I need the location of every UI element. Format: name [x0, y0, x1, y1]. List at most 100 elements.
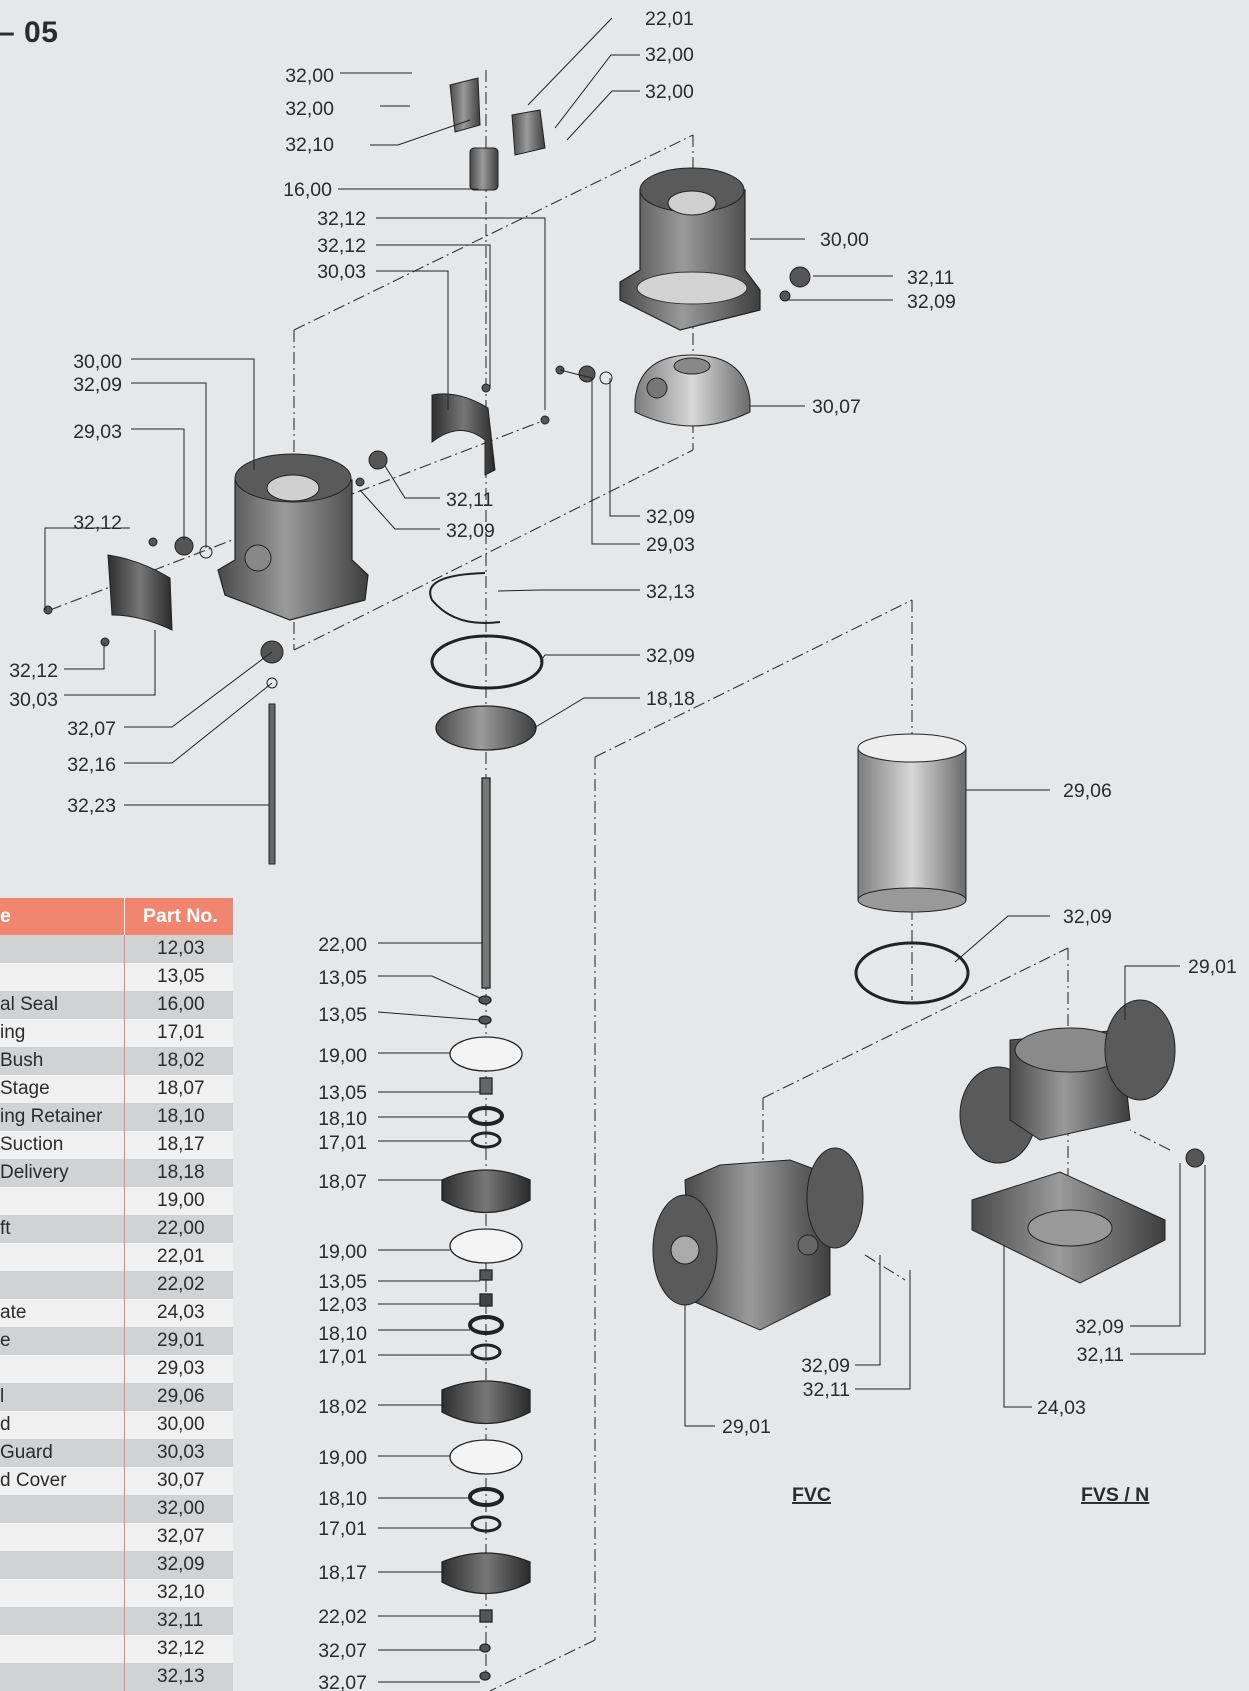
part-name-cell [0, 1607, 125, 1635]
part-name-cell: ing Retainer [0, 1103, 125, 1131]
table-row: 12,03 [0, 935, 233, 963]
callout-32-00: 32,00 [645, 44, 694, 66]
callout-18-10: 18,10 [318, 1488, 367, 1510]
callout-32-11: 32,11 [446, 489, 493, 511]
callout-32-11: 32,11 [1077, 1344, 1124, 1366]
callout-29-01: 29,01 [722, 1416, 771, 1438]
callout-19-00: 19,00 [318, 1045, 367, 1067]
part-name-cell: l [0, 1383, 125, 1411]
part-number-cell: 12,03 [124, 935, 233, 963]
stage-stack [429, 572, 544, 1681]
callout-17-01: 17,01 [318, 1346, 367, 1368]
callout-32-23: 32,23 [67, 795, 116, 817]
part-number-cell: 13,05 [124, 963, 233, 991]
callout-30-03: 30,03 [317, 261, 366, 283]
part-number-cell: 29,01 [124, 1327, 233, 1355]
callout-32-09: 32,09 [73, 374, 122, 396]
page-title: – 05 [0, 16, 59, 49]
part-name-cell [0, 1579, 125, 1607]
callout-32-12: 32,12 [317, 235, 366, 257]
part-name-cell: d [0, 1411, 125, 1439]
callout-32-07: 32,07 [318, 1640, 367, 1662]
part-name-cell: d Cover [0, 1467, 125, 1495]
callout-22-02: 22,02 [318, 1606, 367, 1628]
callout-32-09: 32,09 [446, 520, 495, 542]
part-number-cell: 17,01 [124, 1019, 233, 1047]
callout-24-03: 24,03 [1037, 1397, 1086, 1419]
part-callouts: 22,01 32,00 32,00 32,00 32,00 32,10 16,0… [9, 8, 1237, 1691]
callout-32-00: 32,00 [285, 65, 334, 87]
part-number-cell: 16,00 [124, 991, 233, 1019]
callout-32-11: 32,11 [803, 1379, 850, 1401]
fvsn-subtitle: FVS / N [1081, 1484, 1149, 1506]
callout-13-05: 13,05 [318, 1082, 367, 1104]
part-number-cell: 18,17 [124, 1131, 233, 1159]
part-number-cell: 32,12 [124, 1635, 233, 1663]
callout-29-03: 29,03 [646, 534, 695, 556]
table-row: 13,05 [0, 963, 233, 991]
callout-32-12: 32,12 [73, 512, 122, 534]
callout-17-01: 17,01 [318, 1518, 367, 1540]
callout-18-07: 18,07 [318, 1171, 367, 1193]
part-number-cell: 29,03 [124, 1355, 233, 1383]
part-name-cell [0, 1187, 125, 1215]
part-name-cell: al Seal [0, 991, 125, 1019]
part-number-cell: 30,03 [124, 1439, 233, 1467]
part-name-cell [0, 1271, 125, 1299]
part-name-cell [0, 1635, 125, 1663]
part-number-cell: 18,02 [124, 1047, 233, 1075]
callout-18-10: 18,10 [318, 1108, 367, 1130]
part-number-cell: 18,18 [124, 1159, 233, 1187]
callout-22-00: 22,00 [318, 934, 367, 956]
part-number-cell: 29,06 [124, 1383, 233, 1411]
part-name-cell [0, 1243, 125, 1271]
callout-32-09: 32,09 [646, 506, 695, 528]
table-row: 32,13 [0, 1663, 233, 1691]
callout-32-07: 32,07 [67, 718, 116, 740]
table-row: 32,12 [0, 1635, 233, 1663]
callout-13-05: 13,05 [318, 1271, 367, 1293]
table-row: 32,07 [0, 1523, 233, 1551]
motor-stool-top [619, 167, 761, 331]
table-row: 19,00 [0, 1187, 233, 1215]
leader-lines [44, 17, 1206, 1683]
part-number-cell: 32,11 [124, 1607, 233, 1635]
callout-32-12: 32,12 [317, 208, 366, 230]
part-number-cell: 19,00 [124, 1187, 233, 1215]
part-number-cell: 32,13 [124, 1663, 233, 1691]
fvc-base [652, 1147, 864, 1331]
part-number-cell: 32,07 [124, 1523, 233, 1551]
part-name-cell: Delivery [0, 1159, 125, 1187]
callout-32-11: 32,11 [907, 267, 954, 289]
table-row: 32,11 [0, 1607, 233, 1635]
callout-32-10: 32,10 [285, 134, 334, 156]
part-number-cell: 32,09 [124, 1551, 233, 1579]
callout-22-01: 22,01 [645, 8, 694, 30]
motor-stool-side [217, 453, 369, 621]
callout-32-00: 32,00 [645, 81, 694, 103]
fvs-base [959, 999, 1205, 1284]
callout-12-03: 12,03 [318, 1294, 367, 1316]
part-number-cell: 32,00 [124, 1495, 233, 1523]
callout-32-07: 32,07 [318, 1672, 367, 1691]
part-number-cell: 24,03 [124, 1299, 233, 1327]
callout-16-00: 16,00 [283, 179, 332, 201]
callout-32-09: 32,09 [1075, 1316, 1124, 1338]
part-number-cell: 30,07 [124, 1467, 233, 1495]
callout-29-06: 29,06 [1063, 780, 1112, 802]
part-number-cell: 22,02 [124, 1271, 233, 1299]
table-row: 32,00 [0, 1495, 233, 1523]
part-name-cell: Guard [0, 1439, 125, 1467]
callout-19-00: 19,00 [318, 1241, 367, 1263]
callout-13-05: 13,05 [318, 967, 367, 989]
table-row: 32,09 [0, 1551, 233, 1579]
